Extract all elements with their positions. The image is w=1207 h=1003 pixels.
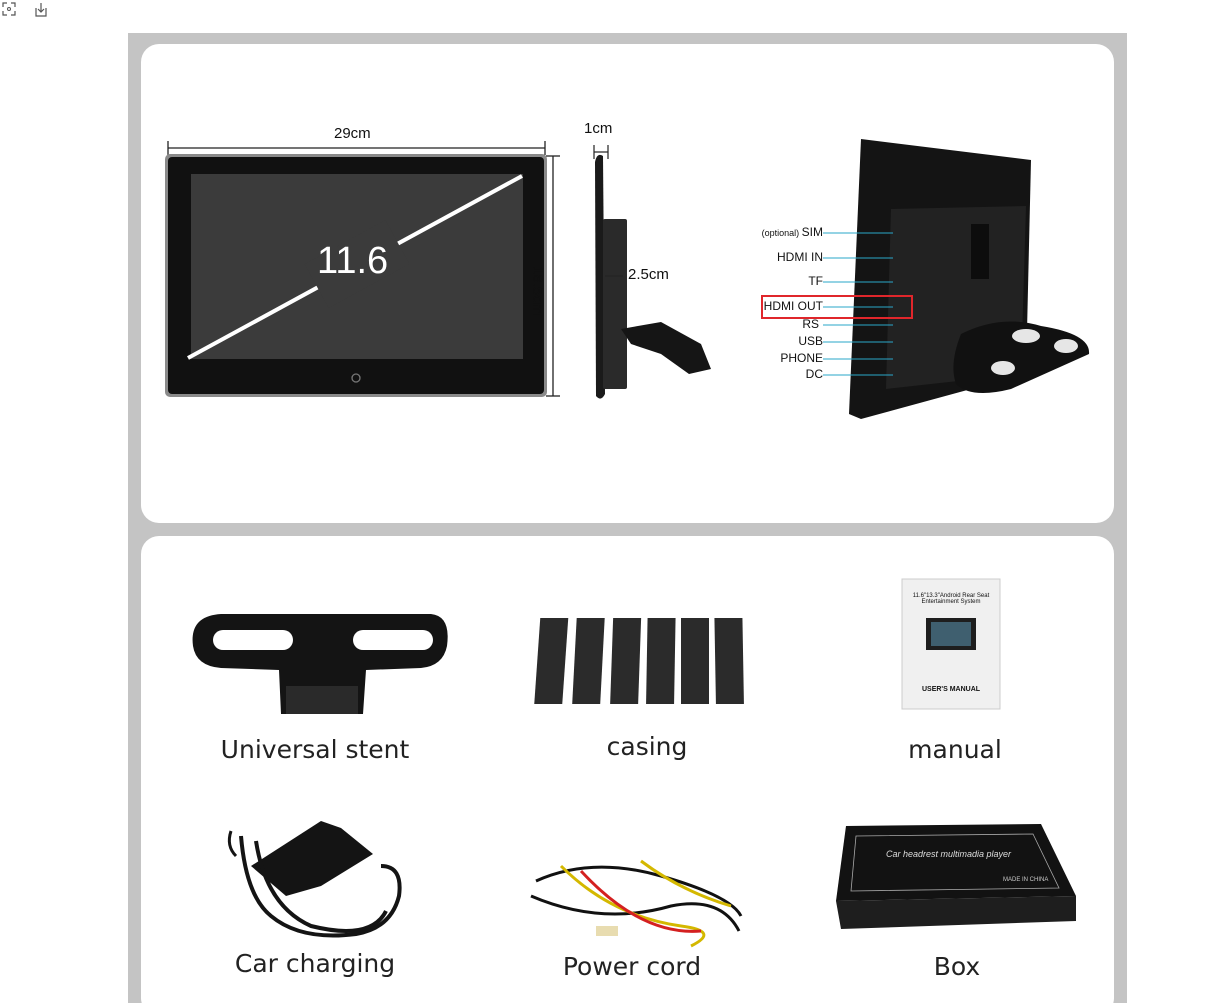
- width-label: 29cm: [334, 125, 371, 142]
- port-label-sim: (optional) SIM: [762, 225, 823, 239]
- box-title: Car headrest multimadia player: [886, 849, 1012, 859]
- port-label-rs: RS: [802, 317, 819, 331]
- accessories-panel: 11.6"13.3"Android Rear Seat Entertainmen…: [141, 536, 1114, 1003]
- accessory-images: [192, 578, 1076, 948]
- monitor-front-view: [165, 139, 1090, 419]
- product-image-stage: 29cm 18.5cm 1cm 2.5cm 11.6 (optional) SI…: [128, 33, 1127, 1003]
- power-cord-image: [530, 859, 743, 948]
- height-label: 18.5cm: [529, 266, 546, 316]
- port-label-hdmi-out: HDMI OUT: [763, 299, 823, 313]
- accessory-label-manual: manual: [908, 735, 1002, 764]
- box-image: [836, 824, 1076, 929]
- thickness-label: 1cm: [584, 120, 613, 137]
- depth-label: 2.5cm: [628, 266, 669, 283]
- dimensions-panel: 29cm 18.5cm 1cm 2.5cm 11.6 (optional) SI…: [141, 44, 1114, 523]
- car-charging-image: [227, 821, 402, 938]
- fit-to-screen-icon[interactable]: [2, 2, 18, 18]
- port-label-dc: DC: [805, 367, 823, 381]
- accessory-label-car-charging: Car charging: [234, 949, 396, 978]
- universal-stent-image: [192, 614, 448, 714]
- accessory-label-casing: casing: [606, 732, 688, 761]
- port-label-tf: TF: [808, 274, 823, 288]
- port-prefix: (optional): [761, 228, 802, 238]
- hdmi-out-highlight: [761, 295, 913, 319]
- manual-image: [901, 578, 1001, 710]
- port-label-hdmi-in: HDMI IN: [777, 250, 823, 264]
- screen-size-label: 11.6: [317, 240, 389, 282]
- accessory-label-power-cord: Power cord: [562, 952, 702, 981]
- manual-cover-title: 11.6"13.3"Android Rear Seat Entertainmen…: [912, 593, 990, 605]
- box-footer: MADE IN CHINA: [1003, 877, 1049, 883]
- accessory-label-universal-stent: Universal stent: [220, 735, 410, 764]
- download-icon[interactable]: [33, 2, 49, 18]
- accessory-label-box: Box: [933, 952, 981, 981]
- port-label-phone: PHONE: [780, 351, 823, 365]
- port-label-usb: USB: [798, 334, 823, 348]
- casing-image: [534, 618, 744, 704]
- port-name: SIM: [801, 225, 823, 239]
- manual-cover-footer: USER'S MANUAL: [921, 686, 981, 693]
